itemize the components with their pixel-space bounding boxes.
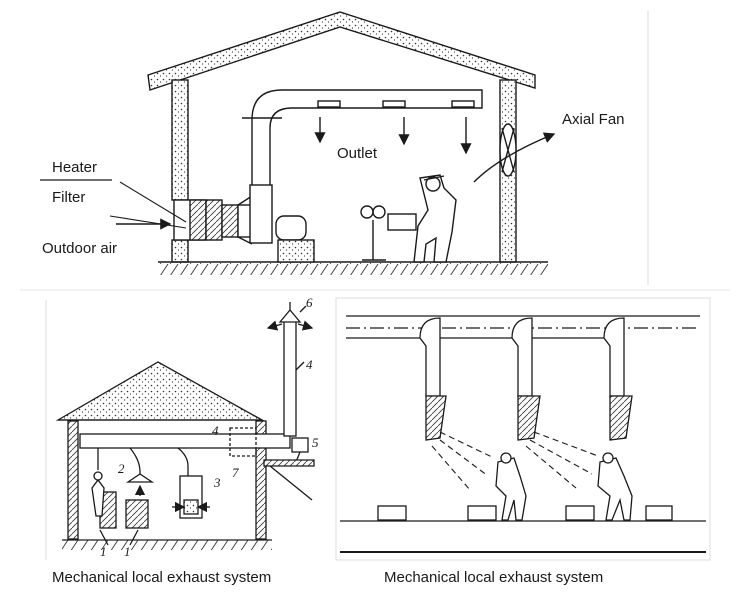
left-wall	[171, 79, 189, 201]
axial-fan-airflow-arrow	[473, 132, 556, 183]
callout-3: 3	[214, 475, 221, 490]
callout-2: 2	[118, 461, 125, 476]
supply-duct	[242, 89, 483, 241]
filter-label: Filter	[52, 189, 86, 206]
air-handling-unit	[173, 195, 253, 245]
axial-fan	[499, 123, 517, 177]
callout-1b: 1	[124, 544, 131, 559]
ground	[158, 261, 548, 275]
outlet-label: Outlet	[337, 145, 378, 162]
bottom-right-exhaust-diagram	[335, 297, 711, 561]
caption-left: Mechanical local exhaust system	[52, 569, 272, 586]
top-ventilation-diagram	[20, 10, 730, 291]
callout-6: 6	[306, 295, 313, 310]
callout-7: 7	[232, 465, 239, 480]
callout-5: 5	[312, 435, 319, 450]
axial-fan-label: Axial Fan	[562, 111, 625, 128]
worker-station	[360, 174, 457, 263]
roof	[147, 11, 536, 91]
callout-1a: 1	[100, 544, 107, 559]
callout-4-stack: 4	[306, 357, 313, 372]
bottom-left-exhaust-diagram	[45, 300, 315, 560]
callout-4-duct: 4	[212, 423, 219, 438]
left-wall-lower	[171, 239, 189, 263]
outlet-airflow-arrows	[314, 117, 472, 155]
heater-label: Heater	[52, 159, 98, 176]
caption-right: Mechanical local exhaust system	[384, 569, 604, 586]
fan-motor	[249, 184, 315, 263]
outdoor-air-label: Outdoor air	[42, 240, 118, 257]
